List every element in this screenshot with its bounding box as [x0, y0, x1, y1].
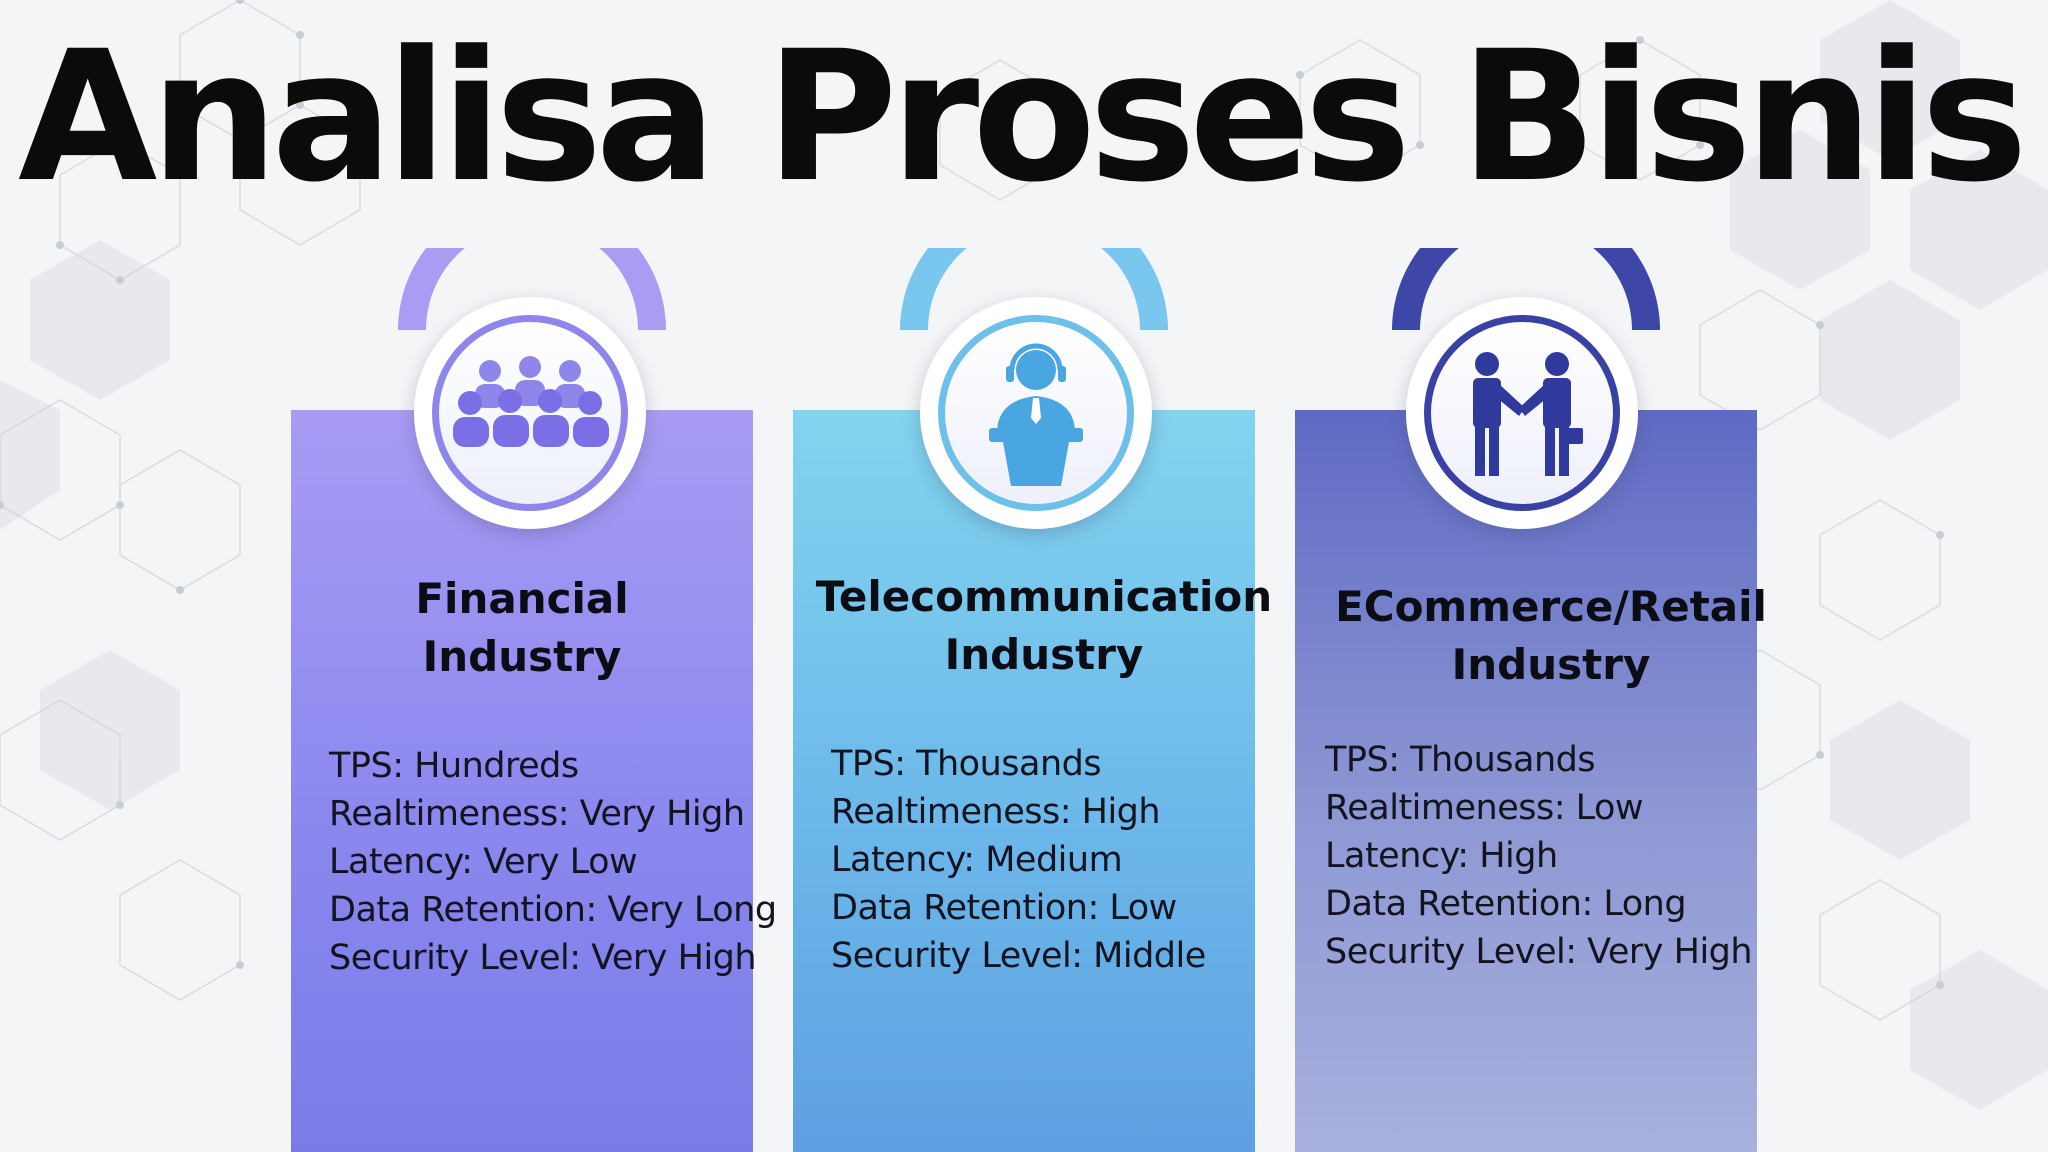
- card-title-line2: Industry: [944, 630, 1144, 679]
- group-people-icon: [453, 356, 609, 447]
- badge-ring: [432, 315, 628, 511]
- financial-badge: [414, 297, 646, 529]
- stat-tps: TPS: Thousands: [831, 744, 1102, 784]
- stat-tps: TPS: Thousands: [1325, 740, 1596, 780]
- stat-latency: Latency: High: [1325, 836, 1558, 876]
- stat-latency: Latency: Very Low: [329, 842, 638, 882]
- financial-arc-decoration: [398, 248, 666, 330]
- stat-realtimeness: Realtimeness: Very High: [329, 794, 745, 834]
- stat-data-retention: Data Retention: Very Long: [329, 890, 777, 930]
- stat-latency: Latency: Medium: [831, 840, 1123, 880]
- card-title-line1: Telecommunication: [815, 572, 1273, 621]
- page-title: Analisa Proses Bisnis: [18, 13, 2028, 222]
- stats-list: TPS: Thousands Realtimeness: High Latenc…: [831, 740, 1206, 980]
- stat-realtimeness: Realtimeness: High: [831, 792, 1161, 832]
- stats-list: TPS: Hundreds Realtimeness: Very High La…: [329, 742, 777, 982]
- telecom-arc-decoration: [900, 248, 1168, 330]
- stat-data-retention: Data Retention: Long: [1325, 884, 1687, 924]
- telecom-badge: [920, 297, 1152, 529]
- stat-security-level: Security Level: Very High: [1325, 932, 1753, 972]
- card-title: ECommerce/Retail Industry: [1320, 578, 1782, 694]
- stat-realtimeness: Realtimeness: Low: [1325, 788, 1644, 828]
- stat-data-retention: Data Retention: Low: [831, 888, 1177, 928]
- stats-list: TPS: Thousands Realtimeness: Low Latency…: [1325, 736, 1753, 976]
- card-title: Financial Industry: [291, 570, 753, 686]
- card-title-line1: Financial: [415, 574, 629, 623]
- ecommerce-retail-industry-card: ECommerce/Retail Industry TPS: Thousands…: [1295, 410, 1767, 1152]
- card-title-line2: Industry: [422, 632, 622, 681]
- badge-ring: [1424, 315, 1620, 511]
- call-center-operator-icon: [989, 343, 1083, 486]
- ecommerce-badge: [1406, 297, 1638, 529]
- stat-tps: TPS: Hundreds: [329, 746, 579, 786]
- card-title-line2: Industry: [1451, 640, 1651, 689]
- handshake-icon: [1473, 352, 1583, 476]
- ecommerce-arc-decoration: [1392, 248, 1660, 330]
- card-title-line1: ECommerce/Retail: [1335, 582, 1767, 631]
- stat-security-level: Security Level: Very High: [329, 938, 757, 978]
- card-title: Telecommunication Industry: [813, 568, 1275, 684]
- badge-ring: [938, 315, 1134, 511]
- stat-security-level: Security Level: Middle: [831, 936, 1206, 976]
- financial-industry-card: Financial Industry TPS: Hundreds Realtim…: [291, 410, 777, 1152]
- telecommunication-industry-card: Telecommunication Industry TPS: Thousand…: [793, 410, 1272, 1152]
